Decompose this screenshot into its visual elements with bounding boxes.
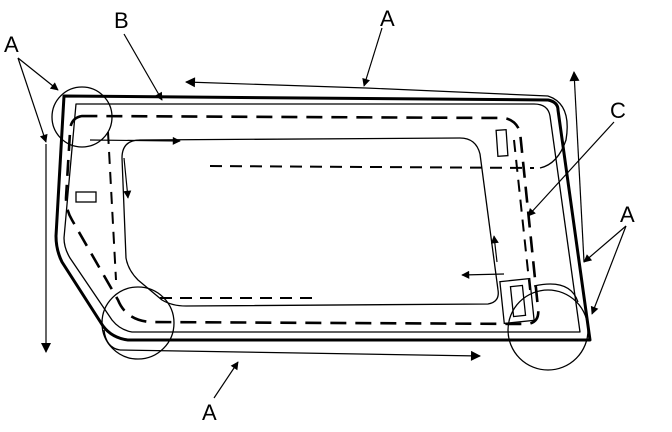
label-a-left: A — [4, 32, 19, 57]
arrow-right-up — [569, 71, 585, 263]
label-b: B — [114, 8, 129, 33]
label-a-top: A — [380, 6, 395, 31]
arrow-top-left — [185, 77, 367, 89]
spacer-block-left — [75, 191, 97, 203]
small-arrow-left-down — [123, 157, 132, 199]
arrow-top-right-segment — [365, 87, 549, 97]
detail-arc-bottom-right-small — [533, 283, 579, 303]
spacer-block-top-right — [495, 128, 509, 158]
label-a-right: A — [620, 202, 635, 227]
molding-inner-edge — [121, 137, 499, 307]
small-arrow-top-left — [89, 136, 181, 145]
small-arrow-right-up — [490, 235, 499, 263]
label-a-bottom: A — [202, 400, 217, 425]
leader-a-right-1 — [583, 225, 627, 263]
leader-a-top — [362, 27, 383, 87]
label-c: C — [610, 98, 626, 123]
detail-circle-bottom-left — [101, 286, 175, 360]
detail-circle-top-left — [51, 86, 113, 148]
top-right-arc — [539, 95, 568, 169]
inner-dash-right — [513, 139, 531, 291]
leader-c — [527, 121, 615, 217]
inner-dash-left — [107, 131, 117, 281]
arrow-bottom-tail — [103, 329, 121, 351]
arrow-bottom — [119, 349, 481, 361]
glass-outer-edge — [54, 94, 592, 342]
inner-dash-top — [209, 165, 535, 169]
leader-a-right-2 — [590, 225, 627, 315]
leader-a-bottom — [213, 361, 239, 399]
leader-a-left-2 — [17, 57, 48, 143]
small-arrow-right-left — [461, 270, 505, 279]
spacer-bracket-bottom-right — [499, 277, 535, 325]
detail-circle-bottom-right — [507, 289, 589, 371]
sealant-bead-outer — [64, 114, 540, 326]
glass-inner-edge — [63, 103, 581, 333]
leader-a-left-1 — [17, 57, 59, 91]
leader-b — [123, 33, 163, 101]
